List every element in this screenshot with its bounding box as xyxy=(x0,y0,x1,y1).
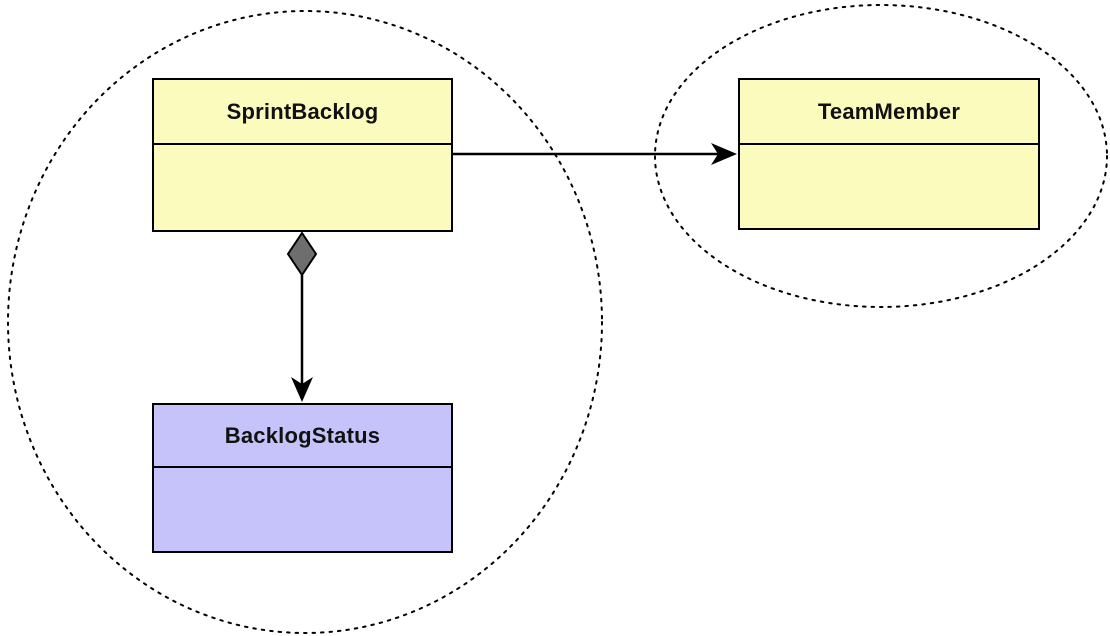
association-arrow-sprintbacklog-to-teammember xyxy=(453,143,737,165)
class-box-teammember: TeamMember xyxy=(738,78,1040,230)
class-compartment-backlogstatus xyxy=(154,468,451,551)
class-compartment-sprintbacklog xyxy=(154,145,451,230)
arrowhead-down-icon xyxy=(291,377,313,402)
arrowhead-right-icon xyxy=(711,143,737,165)
class-name-teammember: TeamMember xyxy=(740,80,1038,145)
boundary-ellipse-left xyxy=(7,10,603,634)
class-compartment-teammember xyxy=(740,145,1038,228)
class-box-sprintbacklog: SprintBacklog xyxy=(152,78,453,232)
composition-arrow-sprintbacklog-to-backlogstatus xyxy=(286,231,318,402)
class-name-backlogstatus: BacklogStatus xyxy=(154,405,451,468)
boundary-ellipse-right xyxy=(654,4,1108,308)
composition-diamond-icon xyxy=(286,231,318,277)
class-box-backlogstatus: BacklogStatus xyxy=(152,403,453,553)
class-name-sprintbacklog: SprintBacklog xyxy=(154,80,451,145)
